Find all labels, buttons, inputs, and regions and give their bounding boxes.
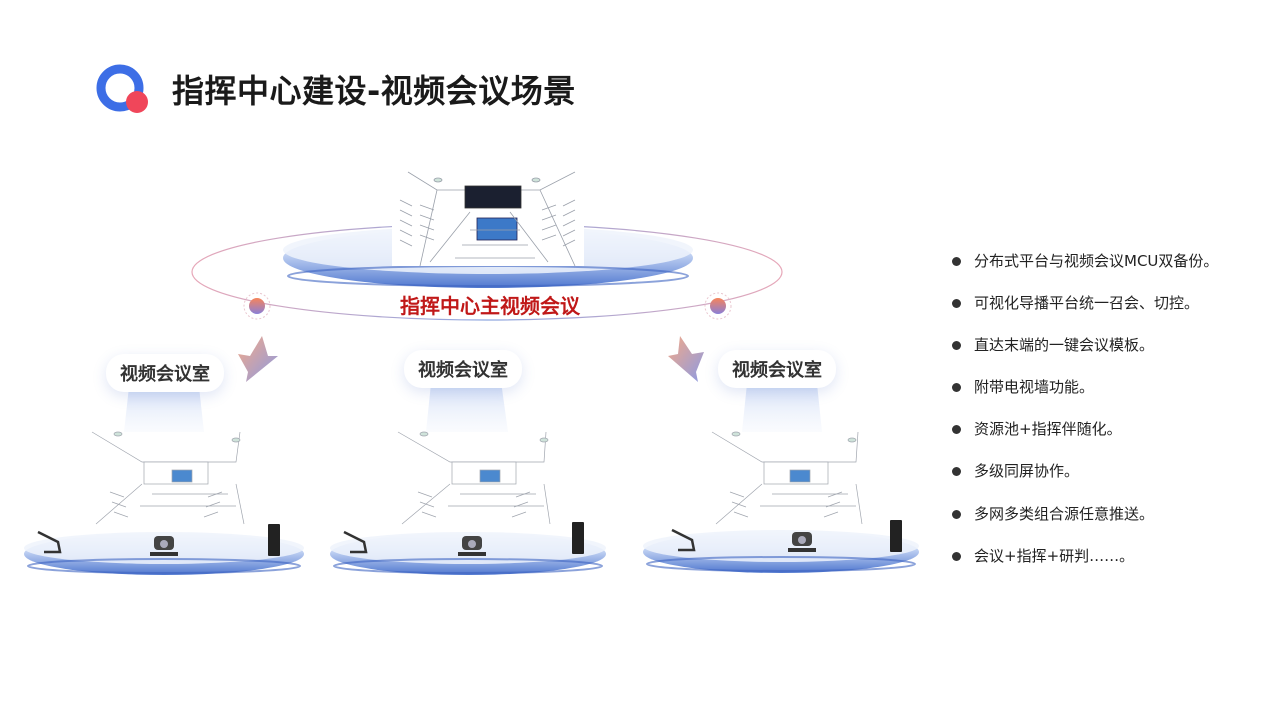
camera-icon [458, 536, 486, 556]
node-right [704, 292, 732, 320]
main-conference-label: 指挥中心主视频会议 [400, 294, 580, 318]
codec-device-icon [268, 524, 280, 556]
node-left [243, 292, 271, 320]
main-conference-room-illustration [392, 171, 584, 267]
sub-room-right [643, 431, 919, 573]
room-label-left: 视频会议室 [106, 354, 224, 392]
feature-item: 直达末端的一键会议模板。 [950, 334, 1218, 376]
sub-room-left [24, 431, 304, 575]
room-label-center: 视频会议室 [404, 350, 522, 388]
arrow-right-icon [668, 336, 704, 382]
feature-item: 会议+指挥+研判……。 [950, 545, 1218, 587]
feature-item: 可视化导播平台统一召会、切控。 [950, 292, 1218, 334]
microphone-icon [671, 528, 696, 552]
room-label-right: 视频会议室 [718, 350, 836, 388]
feature-item: 分布式平台与视频会议MCU双备份。 [950, 250, 1218, 292]
beam-center [426, 374, 508, 432]
feature-item: 多级同屏协作。 [950, 460, 1218, 502]
beam-right [742, 374, 822, 432]
camera-icon [788, 532, 816, 552]
brand-logo-icon [96, 64, 148, 113]
feature-item: 附带电视墙功能。 [950, 376, 1218, 418]
feature-item: 多网多类组合源任意推送。 [950, 503, 1218, 545]
feature-list: 分布式平台与视频会议MCU双备份。 可视化导播平台统一召会、切控。 直达末端的一… [950, 250, 1218, 587]
feature-item: 资源池+指挥伴随化。 [950, 418, 1218, 460]
microphone-icon [343, 530, 368, 554]
sub-room-center [330, 431, 606, 575]
codec-device-icon [890, 520, 902, 552]
microphone-icon [37, 530, 62, 554]
page-title: 指挥中心建设-视频会议场景 [172, 72, 576, 110]
camera-icon [150, 536, 178, 556]
codec-device-icon [572, 522, 584, 554]
conference-diagram [24, 171, 919, 575]
arrow-left-icon [238, 336, 278, 382]
